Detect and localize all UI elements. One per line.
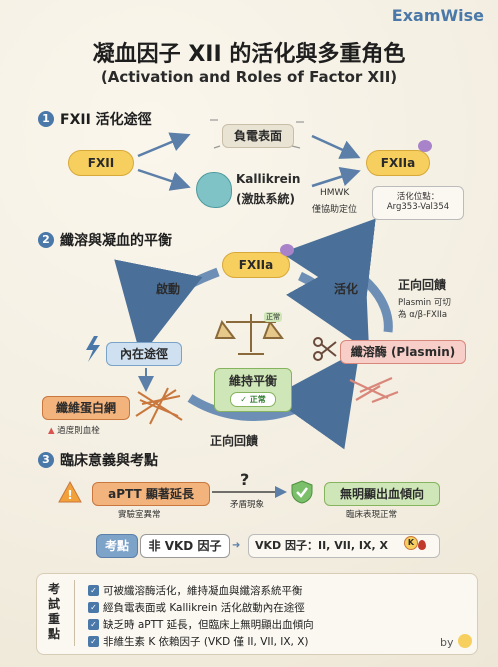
checkbox-icon: ✓ bbox=[88, 636, 99, 647]
plasmin-note-line2: 為 α/β-FXIIa bbox=[398, 310, 448, 320]
plasmin-node: 纖溶酶 (Plasmin) bbox=[340, 340, 466, 364]
non-vkd-box: 非 VKD 因子 bbox=[140, 534, 230, 558]
key-point-item: ✓ 經負電表面或 Kallikrein 活化啟動內在途徑 bbox=[88, 600, 305, 615]
section1-title: FXII 活化途徑 bbox=[60, 112, 152, 128]
key-point-text: 缺乏時 aPTT 延長，但臨床上無明顯出血傾向 bbox=[103, 619, 314, 631]
activation-site-box: 活化位點： Arg353-Val354 bbox=[372, 186, 464, 220]
aptt-sublabel: 實驗室異常 bbox=[118, 510, 161, 520]
vkd-factors-text: VKD 因子：II, VII, IX, X bbox=[255, 539, 388, 552]
warning-triangle-icon: ! bbox=[58, 480, 82, 504]
key-point-text: 經負電表面或 Kallikrein 活化啟動內在途徑 bbox=[103, 602, 305, 614]
arrow-kallikrein-to-fxiia bbox=[311, 167, 361, 188]
section3-number: 3 bbox=[38, 452, 54, 468]
key-point-text: 非維生素 K 依賴因子 (VKD 僅 II, VII, IX, X) bbox=[103, 636, 309, 648]
key-point-item: ✓ 可被纖溶酶活化，維持凝血與纖溶系統平衡 bbox=[88, 583, 303, 598]
sparkle-graphic bbox=[210, 119, 304, 149]
warning-icon: ▲ bbox=[48, 426, 55, 436]
paradox-label: 矛盾現象 bbox=[230, 500, 265, 510]
checkbox-icon: ✓ bbox=[88, 619, 99, 630]
no-bleeding-box: 無明顯出血傾向 bbox=[324, 482, 440, 506]
page-subtitle: (Activation and Roles of Factor XII) bbox=[100, 68, 398, 86]
shield-check-icon bbox=[290, 480, 314, 504]
balance-tag: 正常 bbox=[264, 312, 282, 322]
by-label: by bbox=[440, 636, 454, 649]
scissors-graphic bbox=[313, 337, 337, 361]
fibrin-fragments-graphic bbox=[349, 376, 399, 404]
kallikrein-sublabel: (激肽系統) bbox=[236, 192, 295, 206]
brand-logo: ExamWise bbox=[391, 6, 484, 25]
enzyme-blob-icon-2 bbox=[280, 244, 294, 256]
arrow-fibrin-to-plasmin bbox=[187, 349, 360, 450]
activation-site-label: 活化位點： bbox=[396, 192, 440, 202]
section2-number: 2 bbox=[38, 232, 54, 248]
hmwk-sublabel: 僅協助定位 bbox=[312, 205, 358, 215]
fibrin-net-node: 纖維蛋白網 bbox=[42, 396, 130, 420]
fxiia-node-center: FXIIa bbox=[222, 252, 290, 278]
positive-feedback-top-label: 正向回饋 bbox=[398, 278, 447, 292]
fibrin-mesh-graphic bbox=[135, 387, 183, 425]
author-logo-icon bbox=[458, 634, 472, 648]
fibrin-warning-text: 過度則血栓 bbox=[57, 426, 100, 436]
lightning-icon bbox=[86, 336, 100, 362]
kallikrein-label: Kallikrein bbox=[236, 172, 301, 186]
key-points-divider bbox=[74, 580, 75, 646]
section1-number: 1 bbox=[38, 111, 54, 127]
key-point-text: 可被纖溶酶活化，維持凝血與纖溶系統平衡 bbox=[103, 585, 303, 597]
intrinsic-pathway-node: 內在途徑 bbox=[106, 342, 182, 366]
positive-feedback-bottom-label: 正向回饋 bbox=[210, 434, 259, 448]
vitamin-k-icon: K bbox=[404, 536, 418, 550]
arrow-fxii-to-surface bbox=[137, 132, 191, 158]
plasmin-note-line1: Plasmin 可切 bbox=[398, 298, 451, 308]
arrow-plasmin-feedback bbox=[281, 218, 393, 333]
svg-text:!: ! bbox=[67, 488, 72, 502]
fxii-node: FXII bbox=[68, 150, 134, 176]
key-points-label: 考試重點 bbox=[47, 582, 60, 641]
arrow-right-icon: ➜ bbox=[232, 540, 241, 551]
activation-site-value: Arg353-Val354 bbox=[386, 202, 450, 212]
question-mark: ? bbox=[240, 470, 250, 489]
checkbox-icon: ✓ bbox=[88, 585, 99, 596]
section2-title: 纖溶與凝血的平衡 bbox=[60, 233, 172, 249]
negative-surface-node: 負電表面 bbox=[222, 124, 294, 148]
enzyme-blob-icon bbox=[418, 140, 432, 152]
scale-graphic bbox=[214, 314, 284, 355]
checkbox-icon: ✓ bbox=[88, 602, 99, 613]
key-point-item: ✓ 非維生素 K 依賴因子 (VKD 僅 II, VII, IX, X) bbox=[88, 634, 309, 649]
maintain-normal-badge: ✓ 正常 bbox=[230, 392, 276, 407]
hmwk-label: HMWK bbox=[320, 188, 350, 198]
key-point-item: ✓ 缺乏時 aPTT 延長，但臨床上無明顯出血傾向 bbox=[88, 617, 314, 632]
start-label: 啟動 bbox=[156, 282, 181, 296]
arrow-fxiia-to-intrinsic bbox=[114, 259, 220, 357]
aptt-prolonged-box: aPTT 顯著延長 bbox=[92, 482, 210, 506]
arrow-surface-to-fxiia bbox=[311, 134, 361, 159]
no-bleeding-sublabel: 臨床表現正常 bbox=[346, 510, 398, 520]
kallikrein-icon bbox=[196, 172, 232, 208]
check-circle-icon: ✓ bbox=[240, 395, 247, 404]
exam-point-badge: 考點 bbox=[96, 534, 138, 558]
maintain-normal-text: 正常 bbox=[249, 395, 266, 404]
fibrin-warning: ▲ 過度則血栓 bbox=[48, 424, 100, 436]
activate-label: 活化 bbox=[334, 282, 359, 296]
page-title: 凝血因子 XII 的活化與多重角色 bbox=[92, 42, 406, 67]
fxiia-node-top: FXIIa bbox=[366, 150, 430, 176]
maintain-balance-label: 維持平衡 bbox=[228, 374, 277, 388]
section3-title: 臨床意義與考點 bbox=[60, 453, 158, 469]
arrow-fxii-to-kallikrein bbox=[137, 168, 191, 191]
blood-drop-icon bbox=[418, 540, 426, 550]
maintain-balance-box: 維持平衡 ✓ 正常 bbox=[214, 368, 292, 412]
key-points-panel bbox=[36, 573, 478, 655]
